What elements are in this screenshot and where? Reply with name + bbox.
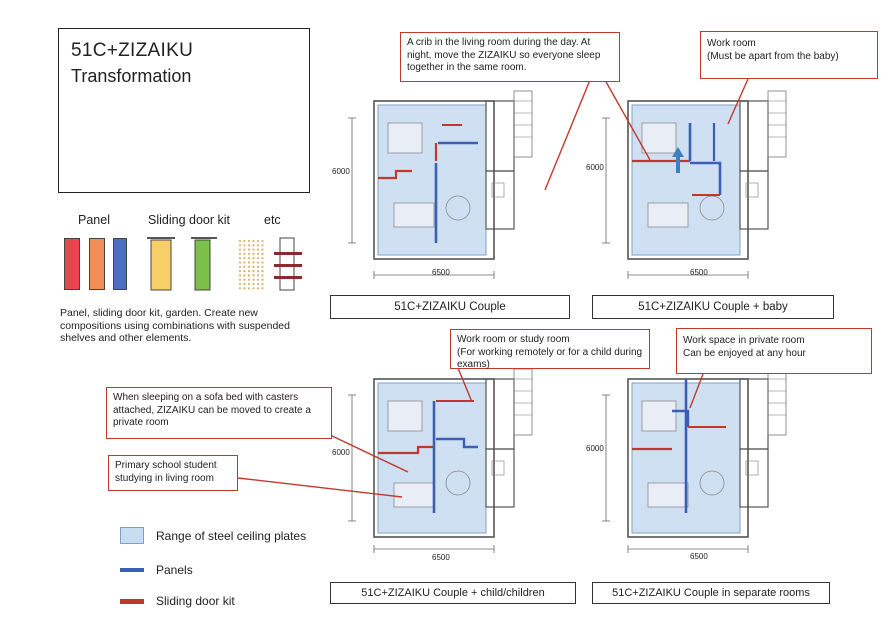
- callout-work-room-line2: (Must be apart from the baby): [707, 50, 839, 62]
- panel-blue-swatch: [113, 238, 127, 290]
- callout-study-room: Work room or study room (For working rem…: [450, 329, 650, 371]
- dim-width-1: 6500: [432, 268, 450, 277]
- panel-orange-swatch: [89, 238, 105, 290]
- callout-study-room-line1: Work room or study room: [457, 334, 570, 345]
- dim-height-3: 6000: [332, 448, 350, 457]
- plan-couple: [347, 90, 533, 280]
- caption-couple-baby: 51C+ZIZAIKU Couple + baby: [592, 295, 834, 319]
- dim-height-2: 6000: [586, 163, 604, 172]
- callout-private-room-line2: Can be enjoyed at any hour: [683, 347, 806, 359]
- callout-primary-student: Primary school student studying in livin…: [108, 455, 238, 491]
- callout-private-room: Work space in private room Can be enjoye…: [676, 328, 872, 374]
- callout-work-room: Work room (Must be apart from the baby): [700, 31, 878, 79]
- callout-crib: A crib in the living room during the day…: [400, 32, 620, 82]
- callout-work-room-line1: Work room: [707, 38, 756, 49]
- caption-couple-child: 51C+ZIZAIKU Couple + child/children: [330, 582, 576, 604]
- legend-panels-text: Panels: [156, 563, 193, 577]
- legend-ceiling-swatch: [120, 527, 144, 544]
- sliding-door-kit-label: Sliding door kit: [148, 213, 230, 227]
- caption-separate-rooms: 51C+ZIZAIKU Couple in separate rooms: [592, 582, 830, 604]
- title-line2: Transformation: [71, 66, 192, 86]
- callout-primary-student-text: Primary school student studying in livin…: [115, 460, 217, 484]
- title-line1: 51C+ZIZAIKU: [71, 40, 194, 61]
- callout-study-room-line2: (For working remotely or for a child dur…: [457, 346, 643, 371]
- plan-couple-child: [347, 368, 533, 554]
- callout-sofa-bed-text: When sleeping on a sofa bed with casters…: [113, 392, 311, 428]
- legend-sliding-text: Sliding door kit: [156, 594, 235, 608]
- kit-description: Panel, sliding door kit, garden. Create …: [60, 307, 290, 344]
- callout-private-room-line1: Work space in private room: [683, 335, 805, 346]
- legend-ceiling-text: Range of steel ceiling plates: [156, 528, 307, 543]
- callout-crib-text: A crib in the living room during the day…: [407, 37, 601, 73]
- dim-width-4: 6500: [690, 552, 708, 561]
- plan-couple-baby: [601, 90, 787, 280]
- legend-ceiling: Range of steel ceiling plates: [120, 527, 306, 544]
- plan-separate-rooms: [601, 368, 787, 554]
- panel-label: Panel: [78, 213, 110, 227]
- dim-height-4: 6000: [586, 444, 604, 453]
- legend-panels: Panels: [120, 563, 193, 577]
- title-box: 51C+ZIZAIKU Transformation: [58, 28, 310, 193]
- etc-swatches: [238, 237, 302, 291]
- legend-panels-swatch: [120, 568, 144, 572]
- dim-height-1: 6000: [332, 167, 350, 176]
- dim-width-2: 6500: [690, 268, 708, 277]
- legend-sliding-swatch: [120, 598, 144, 604]
- dim-width-3: 6500: [432, 553, 450, 562]
- caption-couple: 51C+ZIZAIKU Couple: [330, 295, 570, 319]
- legend-sliding: Sliding door kit: [120, 594, 235, 608]
- panel-red-swatch: [64, 238, 80, 290]
- sliding-door-kit-swatches: [147, 237, 217, 291]
- callout-sofa-bed: When sleeping on a sofa bed with casters…: [106, 387, 332, 439]
- etc-label: etc: [264, 213, 281, 227]
